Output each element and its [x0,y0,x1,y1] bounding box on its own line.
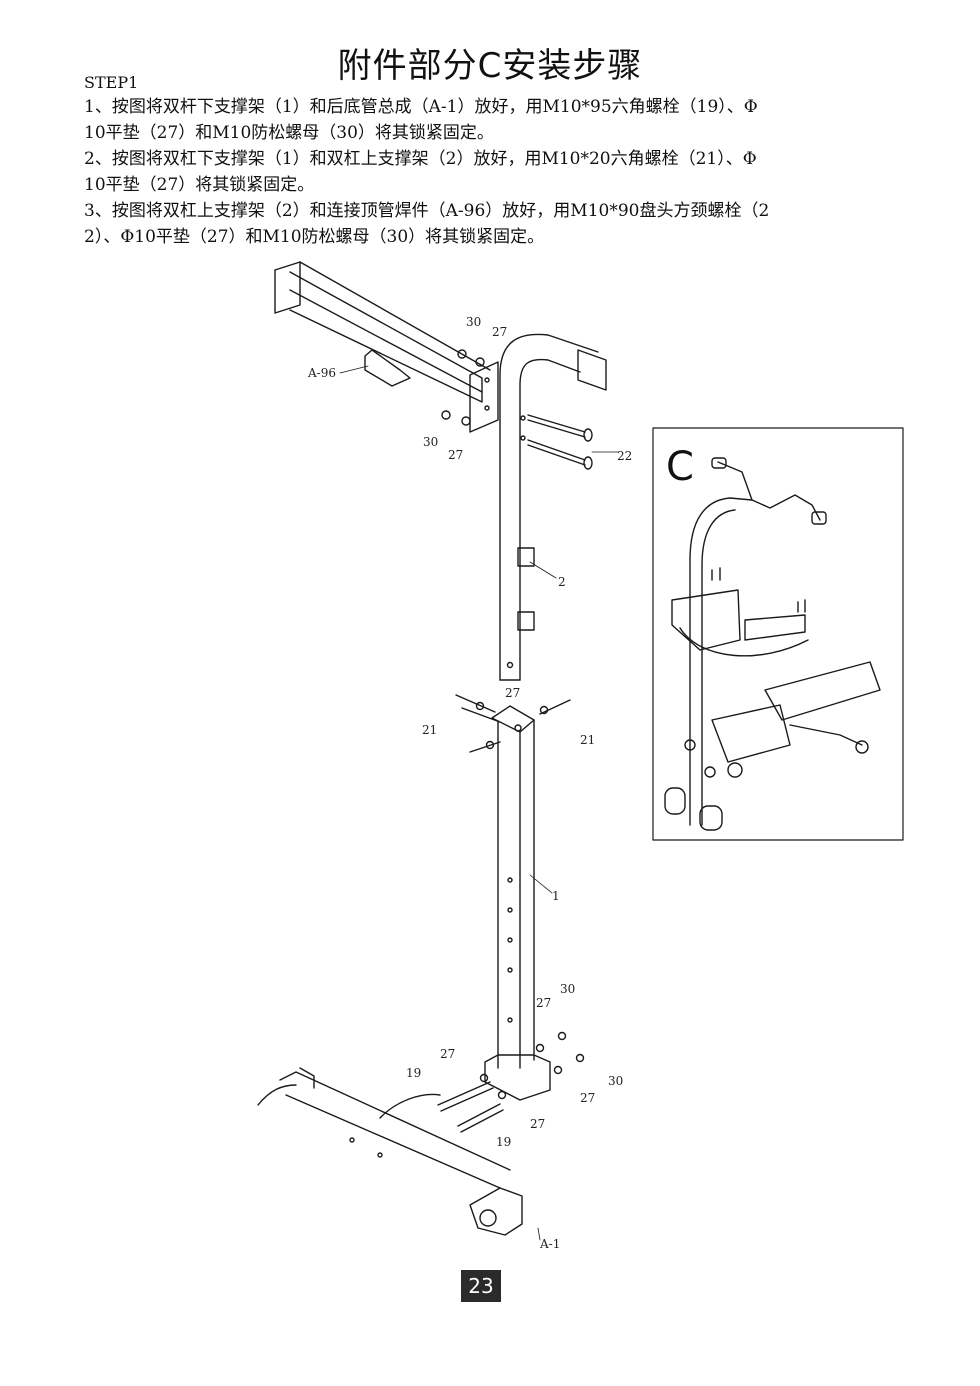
bolts-22 [527,414,593,470]
label-30-lower: 30 [560,982,575,996]
step-line-1b: 10平垫（27）和M10防松螺母（30）将其锁紧固定。 [84,123,494,143]
step-line-3b: 2）、Φ10平垫（27）和M10防松螺母（30）将其锁紧固定。 [84,227,545,247]
inset-letter: C [666,444,694,490]
label-21-right: 21 [580,733,595,747]
label-30-bottom: 30 [608,1074,623,1088]
label-30-mid: 30 [423,435,438,449]
label-19-top: 19 [406,1066,421,1080]
step-line-3a: 3、按图将双杠上支撑架（2）和连接顶管焊件（A-96）放好，用M10*90盘头方… [84,201,770,221]
step-line-2a: 2、按图将双杠下支撑架（1）和双杠上支撑架（2）放好，用M10*20六角螺栓（2… [84,149,757,169]
lower-support-frame [484,705,551,1101]
bolts-21 [455,694,571,753]
page-title: 附件部分C安装步骤 [337,46,643,86]
label-27-bottom: 27 [530,1117,545,1131]
inset-assembled-view: C [652,427,904,841]
upper-support-frame [499,333,607,681]
bolts-19 [437,1031,585,1133]
label-22: 22 [617,449,632,463]
label-27-lower: 27 [536,996,551,1010]
leader-lines [339,365,619,1241]
label-27-top: 27 [492,325,507,339]
label-a96: A-96 [307,366,336,380]
label-27-mid: 27 [448,448,463,462]
step-line-1a: 1、按图将双杆下支撑架（1）和后底管总成（A-1）放好，用M10*95六角螺栓（… [84,97,758,117]
hardware-top [441,349,485,426]
step-line-2b: 10平垫（27）将其锁紧固定。 [84,175,315,195]
label-27-bottom-left: 27 [440,1047,455,1061]
label-21-left: 21 [422,723,437,737]
label-30-top: 30 [466,315,481,329]
instructions: STEP1 1、按图将双杆下支撑架（1）和后底管总成（A-1）放好，用M10*9… [84,72,914,250]
page-number: 23 [461,1270,501,1302]
label-27-bottom-right: 27 [580,1091,595,1105]
label-a1: A-1 [539,1237,560,1251]
step-label: STEP1 [84,73,139,92]
label-27-upper: 27 [505,686,520,700]
label-19-bottom: 19 [496,1135,511,1149]
top-connecting-tube [274,261,499,433]
label-2: 2 [558,575,566,589]
label-1: 1 [552,889,560,903]
rear-base-tube [257,1067,523,1236]
